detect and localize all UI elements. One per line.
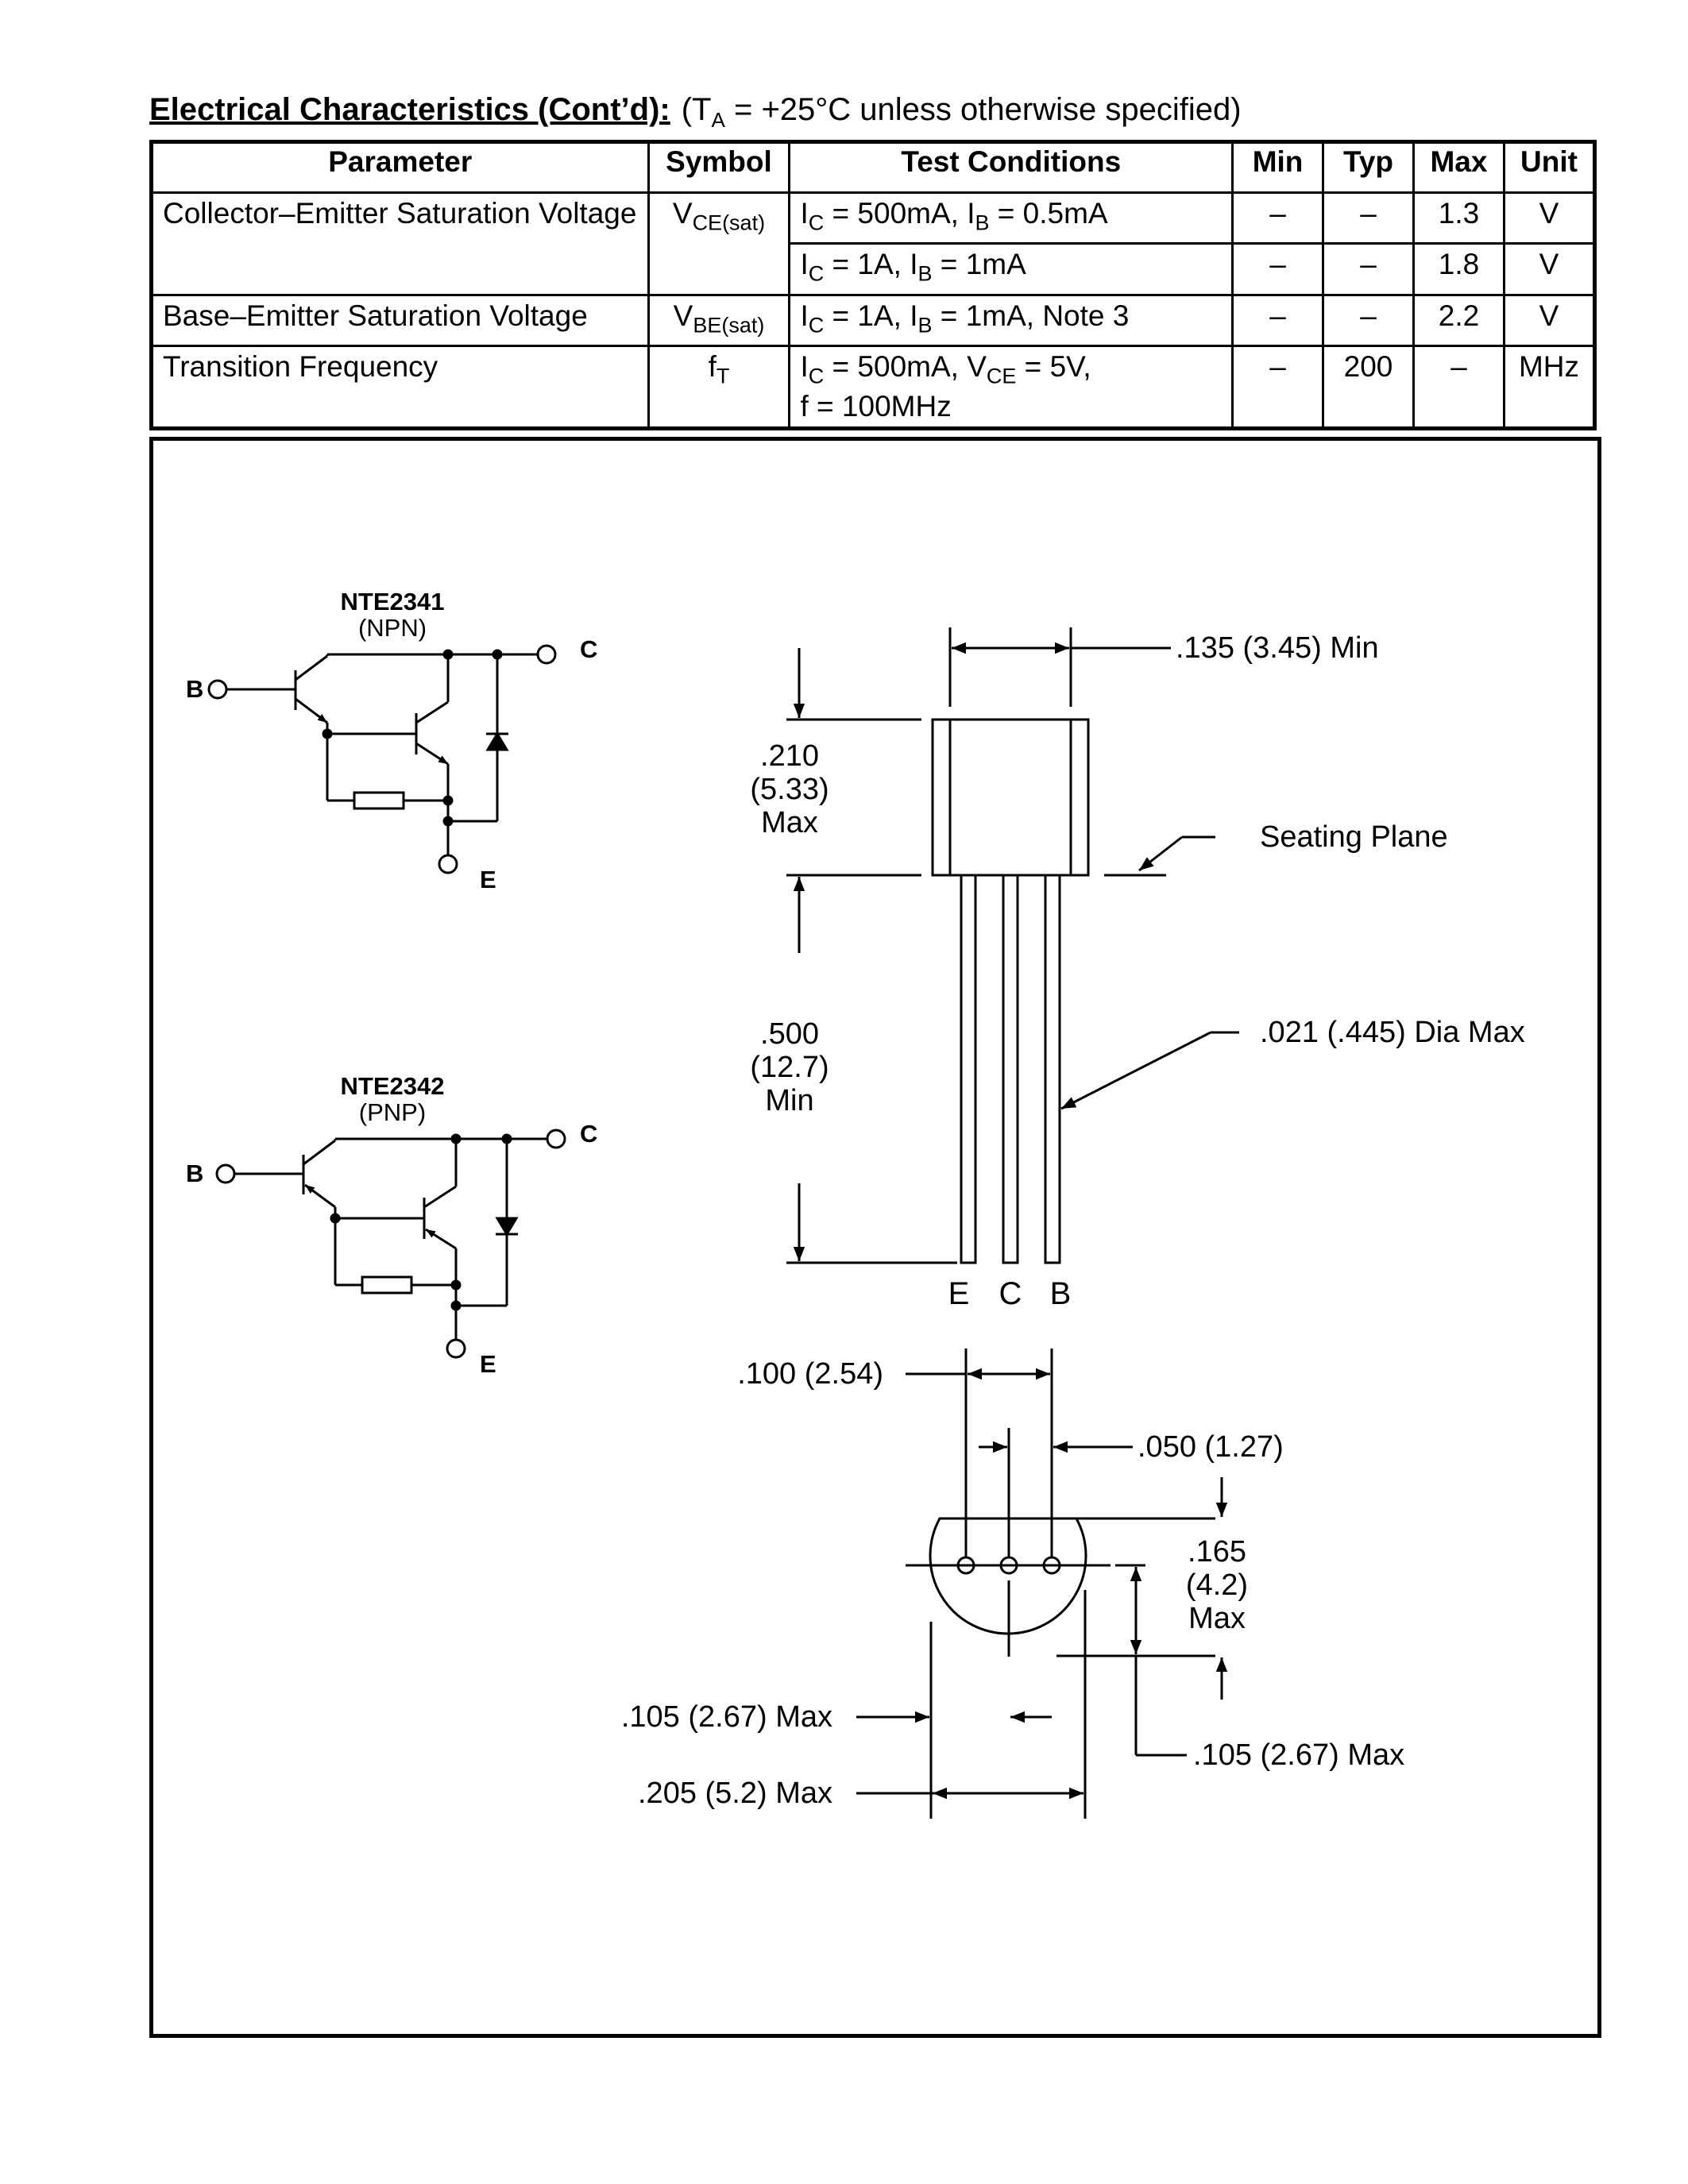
- header-max: Max: [1412, 141, 1505, 194]
- section-title: Electrical Characteristics (Cont’d):: [149, 92, 670, 127]
- npn-label-c: C: [580, 635, 597, 663]
- dim-205-label: .205 (5.2) Max: [638, 1777, 832, 1810]
- table-row: Base–Emitter Saturation Voltage VBE(sat)…: [150, 293, 1597, 348]
- pnp-terminal-c: [546, 1129, 566, 1149]
- cell-min: –: [1231, 191, 1325, 245]
- cell-unit: V: [1502, 242, 1597, 296]
- cell-parameter: Base–Emitter Saturation Voltage: [150, 293, 650, 348]
- seating-plane-label: Seating Plane: [1260, 820, 1448, 854]
- npn-terminal-e: [438, 854, 458, 874]
- package-body: [931, 718, 1090, 877]
- pin-label-c: C: [999, 1276, 1022, 1311]
- dim-height-label-2: (5.33): [750, 773, 829, 806]
- dim-165-label-2: (4.2): [1186, 1569, 1248, 1602]
- npn-label-e: E: [480, 866, 496, 893]
- header-parameter: Parameter: [150, 141, 650, 194]
- cell-typ: –: [1322, 242, 1415, 296]
- cell-parameter: Collector–Emitter Saturation Voltage: [150, 191, 650, 296]
- npn-schematic: NTE2341 (NPN) B C E: [186, 588, 597, 893]
- lead-dia-label: .021 (.445) Dia Max: [1260, 1016, 1525, 1049]
- pnp-label-c: C: [580, 1120, 597, 1148]
- cell-unit: V: [1502, 191, 1597, 245]
- dim-height-label-3: Max: [761, 806, 818, 839]
- cell-parameter: Transition Frequency: [150, 345, 650, 430]
- cell-max: 2.2: [1412, 293, 1505, 348]
- table-header-row: Parameter Symbol Test Conditions Min Typ…: [150, 141, 1597, 194]
- dim-165-label-3: Max: [1188, 1602, 1246, 1635]
- lead-c: [1002, 874, 1019, 1264]
- dim-lead-label-1: .500: [760, 1017, 819, 1051]
- cell-unit: V: [1502, 293, 1597, 348]
- pin-label-b: B: [1050, 1276, 1072, 1311]
- pnp-type-label: (PNP): [359, 1098, 426, 1126]
- pin-hole-b: [1042, 1556, 1061, 1575]
- dim-105-left-label: .105 (2.67) Max: [621, 1700, 832, 1734]
- cell-symbol: VCE(sat): [647, 191, 791, 296]
- cell-typ: –: [1322, 191, 1415, 245]
- section-conditions: (TA = +25°C unless otherwise specified): [681, 92, 1242, 132]
- table-row: IC = 1A, IB = 1mA – – 1.8 V: [152, 242, 1597, 296]
- header-min: Min: [1231, 141, 1325, 194]
- cell-symbol: VBE(sat): [647, 293, 791, 348]
- npn-terminal-b: [207, 679, 228, 700]
- header-unit: Unit: [1502, 141, 1597, 194]
- dim-lead-label-3: Min: [765, 1084, 813, 1117]
- pitch-100-label: .100 (2.54): [737, 1357, 883, 1391]
- pin-hole-e: [956, 1556, 975, 1575]
- dim-height-label-1: .210: [760, 739, 819, 773]
- cell-conditions: IC = 500mA, IB = 0.5mA: [788, 191, 1234, 245]
- cell-typ: 200: [1322, 345, 1415, 430]
- cell-min: –: [1231, 293, 1325, 348]
- npn-terminal-c: [536, 644, 557, 665]
- package-bottom-view: [856, 1349, 1228, 1819]
- npn-label-b: B: [186, 675, 203, 703]
- pitch-050-label: .050 (1.27): [1138, 1430, 1284, 1464]
- side-view-labels: .135 (3.45) Min .210 (5.33) Max Seating …: [750, 631, 1524, 1311]
- cell-conditions: IC = 1A, IB = 1mA, Note 3: [788, 293, 1234, 348]
- pin-hole-c: [999, 1556, 1018, 1575]
- cell-unit: MHz: [1502, 345, 1597, 430]
- electrical-characteristics-table: Parameter Symbol Test Conditions Min Typ…: [149, 140, 1597, 430]
- pnp-part-number: NTE2342: [341, 1072, 445, 1100]
- cell-min: –: [1231, 242, 1325, 296]
- package-side-view: [786, 627, 1239, 1264]
- cell-min: –: [1231, 345, 1325, 430]
- section-heading: Electrical Characteristics (Cont’d): (TA …: [149, 89, 1242, 141]
- table-row: Transition Frequency fT IC = 500mA, VCE …: [150, 345, 1597, 430]
- pnp-terminal-b: [215, 1163, 236, 1184]
- pnp-label-e: E: [480, 1350, 496, 1378]
- cell-conditions: IC = 500mA, VCE = 5V,f = 100MHz: [788, 345, 1234, 430]
- cell-max: –: [1412, 345, 1505, 430]
- package-outline: [929, 1517, 1087, 1635]
- cell-symbol: fT: [647, 345, 791, 430]
- lead-b: [1044, 874, 1061, 1264]
- table-row: Collector–Emitter Saturation Voltage VCE…: [150, 191, 1597, 296]
- cell-typ: –: [1322, 293, 1415, 348]
- lead-e: [960, 874, 977, 1264]
- dim-165-label-1: .165: [1188, 1535, 1246, 1569]
- header-typ: Typ: [1322, 141, 1415, 194]
- dim-width-label: .135 (3.45) Min: [1176, 631, 1379, 665]
- pnp-schematic: NTE2342 (PNP) B C E: [186, 1072, 597, 1378]
- dim-105-right-label: .105 (2.67) Max: [1193, 1738, 1404, 1772]
- drawing-frame: [149, 437, 1601, 2038]
- pnp-label-b: B: [186, 1160, 203, 1187]
- dim-lead-label-2: (12.7): [750, 1051, 829, 1084]
- cell-conditions: IC = 1A, IB = 1mA: [788, 242, 1234, 296]
- cell-max: 1.3: [1412, 191, 1505, 245]
- pnp-terminal-e: [446, 1338, 466, 1359]
- header-test-conditions: Test Conditions: [788, 141, 1234, 194]
- pin-label-e: E: [948, 1276, 970, 1311]
- header-symbol: Symbol: [647, 141, 791, 194]
- npn-type-label: (NPN): [358, 614, 427, 642]
- cell-max: 1.8: [1412, 242, 1505, 296]
- bottom-view-labels: .100 (2.54) .050 (1.27) .165 (4.2) Max .…: [621, 1357, 1404, 1810]
- npn-part-number: NTE2341: [341, 588, 445, 615]
